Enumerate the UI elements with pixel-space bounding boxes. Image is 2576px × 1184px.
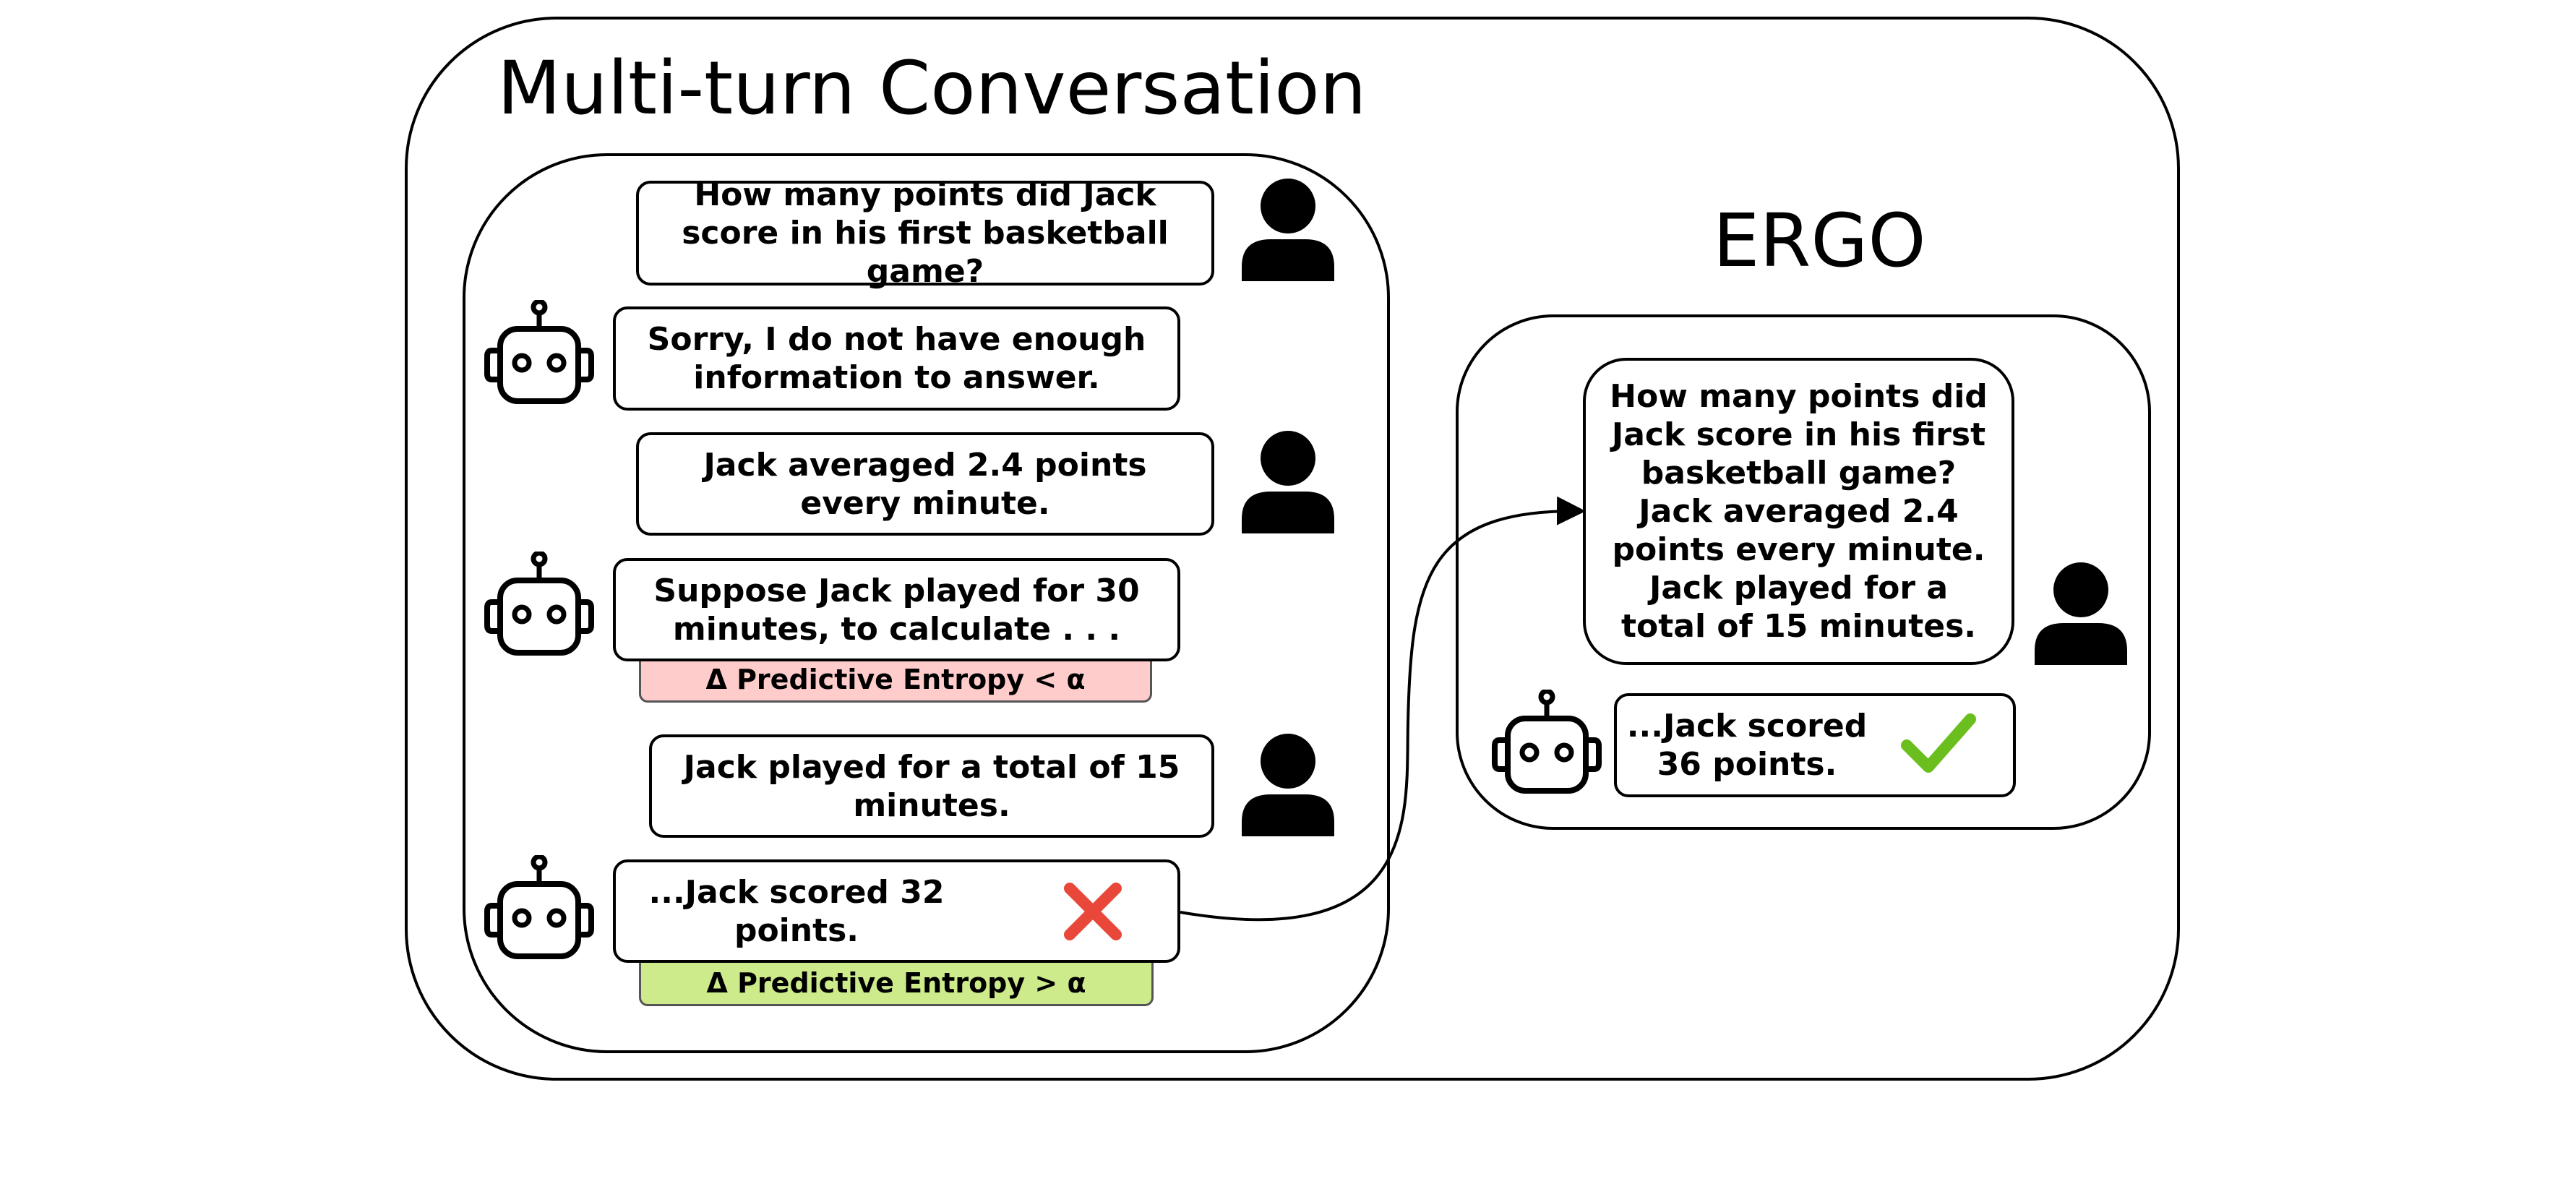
assistant-message-1: Sorry, I do not have enough information …	[613, 306, 1180, 411]
user-message-2: Jack averaged 2.4 points every minute.	[636, 432, 1214, 536]
user-message-1: How many points did Jack score in his fi…	[636, 176, 1214, 290]
ergo-user-message: How many points did Jack score in his fi…	[1583, 358, 2014, 665]
ergo-title: ERGO	[1713, 198, 1926, 284]
cross-icon	[1064, 883, 1122, 940]
ergo-assistant-message-text: ...Jack scored 36 points.	[1626, 708, 1868, 783]
assistant-message-3-text: ...Jack scored 32 points.	[648, 873, 945, 949]
check-icon	[1901, 713, 1976, 773]
entropy-low-badge: Δ Predictive Entropy < α	[639, 656, 1152, 703]
assistant-message-2: Suppose Jack played for 30 minutes, to c…	[613, 558, 1180, 661]
multi-turn-title: Multi-turn Conversation	[497, 46, 1367, 132]
user-message-3: Jack played for a total of 15 minutes.	[649, 734, 1214, 838]
